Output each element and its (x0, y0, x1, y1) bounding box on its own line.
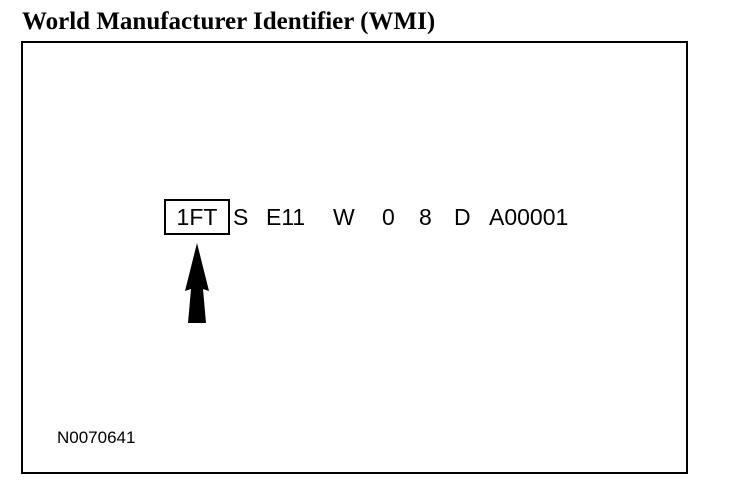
vin-segment-engine: W (333, 204, 355, 230)
diagram-title: World Manufacturer Identifier (WMI) (22, 8, 436, 35)
vin-segment-model-year: 8 (419, 204, 432, 230)
vin-segment-check-digit: 0 (382, 204, 395, 230)
vin-segment-series: E11 (266, 204, 306, 230)
vin-segment-vehicle-line: S (233, 204, 249, 230)
vin-segment-plant: D (454, 204, 471, 230)
reference-number: N0070641 (57, 428, 136, 447)
vin-segment-serial: A00001 (489, 204, 569, 230)
wmi-box: 1FT (164, 199, 230, 235)
up-arrow-icon (185, 243, 209, 323)
diagram-frame: 1FT S E11 W 0 8 D A00001 N0070641 (21, 41, 688, 474)
